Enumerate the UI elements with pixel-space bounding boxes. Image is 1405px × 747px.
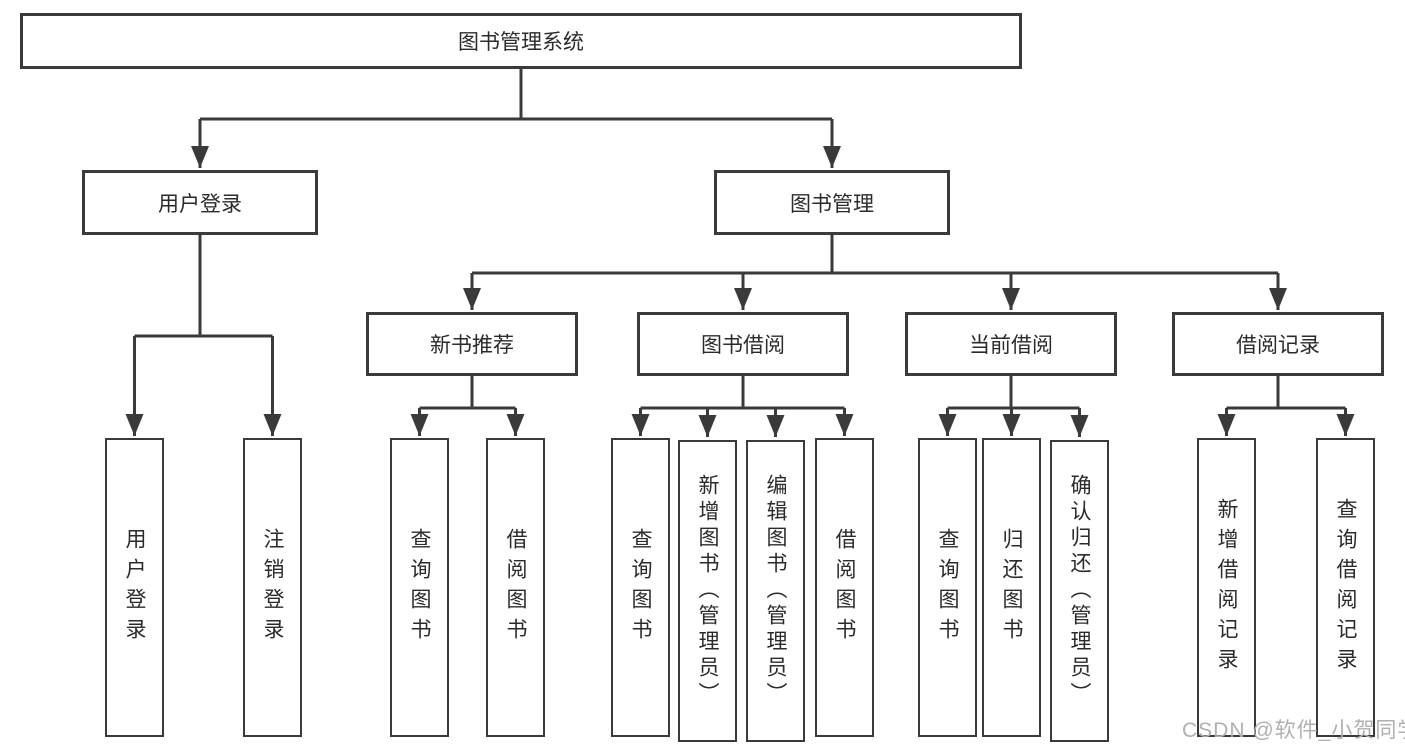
node-leaf-query-borrow-record: 查询借阅记录 bbox=[1316, 438, 1375, 737]
leaf-label: 归还图书 bbox=[1000, 527, 1023, 648]
node-leaf-add-borrow-record: 新增借阅记录 bbox=[1197, 438, 1256, 737]
node-leaf-current-query-books: 查询图书 bbox=[918, 438, 977, 737]
connector-current-borrow-group bbox=[938, 376, 1089, 437]
leaf-label: 查询借阅记录 bbox=[1334, 497, 1357, 678]
leaf-label: 新增借阅记录 bbox=[1215, 497, 1238, 678]
leaf-label: 确认归还（管理员） bbox=[1068, 474, 1091, 708]
leaf-label: 借阅图书 bbox=[833, 527, 856, 648]
node-leaf-recommend-borrow-books: 借阅图书 bbox=[486, 438, 545, 737]
node-leaf-user-login: 用户登录 bbox=[105, 438, 164, 737]
leaf-label: 注销登录 bbox=[261, 527, 284, 648]
node-leaf-return-books: 归还图书 bbox=[982, 438, 1041, 737]
node-leaf-borrow-books: 借阅图书 bbox=[815, 438, 874, 737]
node-leaf-confirm-return-admin: 确认归还（管理员） bbox=[1050, 440, 1109, 742]
connector-borrow-records-group bbox=[1217, 376, 1355, 436]
connector-book-borrow-group bbox=[631, 376, 854, 437]
connector-root-to-level2 bbox=[191, 69, 841, 168]
node-borrow-records: 借阅记录 bbox=[1172, 312, 1384, 376]
leaf-label: 借阅图书 bbox=[504, 527, 527, 648]
leaf-label: 查询图书 bbox=[629, 527, 652, 648]
connector-new-book-group bbox=[410, 376, 525, 436]
connector-book-management-to-groups bbox=[463, 235, 1287, 310]
leaf-label: 查询图书 bbox=[408, 527, 431, 648]
leaf-label: 用户登录 bbox=[123, 527, 146, 648]
node-book-management: 图书管理 bbox=[714, 170, 950, 235]
node-leaf-borrow-query-books: 查询图书 bbox=[611, 438, 670, 737]
node-leaf-add-books-admin: 新增图书（管理员） bbox=[678, 440, 737, 742]
node-leaf-recommend-query-books: 查询图书 bbox=[390, 438, 449, 737]
leaf-label: 新增图书（管理员） bbox=[696, 474, 719, 708]
node-leaf-logout: 注销登录 bbox=[243, 438, 302, 737]
node-book-borrow: 图书借阅 bbox=[637, 312, 849, 376]
node-leaf-edit-books-admin: 编辑图书（管理员） bbox=[746, 440, 805, 742]
leaf-label: 查询图书 bbox=[936, 527, 959, 648]
node-user-login: 用户登录 bbox=[82, 170, 318, 235]
connector-user-login-to-children bbox=[125, 235, 282, 436]
node-new-book-recommend: 新书推荐 bbox=[366, 312, 578, 376]
leaf-label: 编辑图书（管理员） bbox=[764, 474, 787, 708]
node-root: 图书管理系统 bbox=[20, 13, 1022, 69]
watermark: CSDN @软件_小贺同学 bbox=[1182, 719, 1405, 742]
node-current-borrow: 当前借阅 bbox=[905, 312, 1117, 376]
